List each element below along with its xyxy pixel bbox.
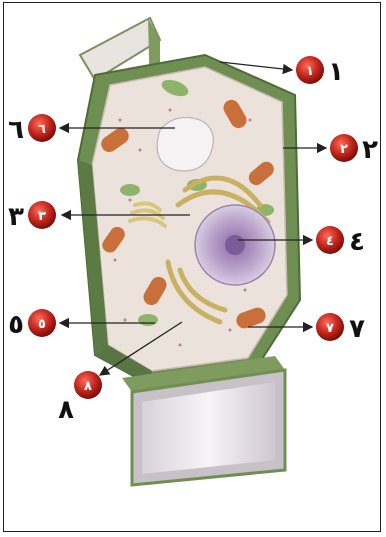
badge-5-text: ٥: [38, 317, 46, 332]
label-1-text: ١: [328, 57, 344, 87]
label-6: ٦ ٦: [8, 114, 56, 145]
label-2: ٢ ٢: [330, 134, 378, 165]
badge-8-text: ٨: [84, 379, 92, 394]
label-5-text: ٥: [8, 310, 24, 340]
label-2-text: ٢: [362, 135, 378, 165]
label-3: ٣ ٣: [8, 201, 56, 232]
label-4-text: ٤: [349, 227, 365, 257]
label-3-text: ٣: [8, 202, 24, 232]
badge-7-text: ٧: [326, 321, 334, 336]
label-1: ١ ١: [296, 56, 344, 87]
vacuole: [157, 118, 213, 171]
badge-4-text: ٤: [326, 234, 334, 249]
badge-2-text: ٢: [340, 142, 348, 157]
label-5: ٥ ٥: [8, 309, 56, 340]
badge-6-text: ٦: [38, 122, 46, 137]
label-6-text: ٦: [8, 115, 24, 145]
label-8: ٨ ٨: [58, 371, 102, 425]
label-7-text: ٧: [349, 314, 365, 344]
label-4: ٤ ٤: [316, 226, 365, 257]
label-8-text: ٨: [58, 395, 74, 425]
badge-1-text: ١: [306, 64, 314, 79]
label-7: ٧ ٧: [316, 313, 365, 344]
badge-3-text: ٣: [38, 209, 46, 224]
nucleolus: [225, 235, 245, 255]
